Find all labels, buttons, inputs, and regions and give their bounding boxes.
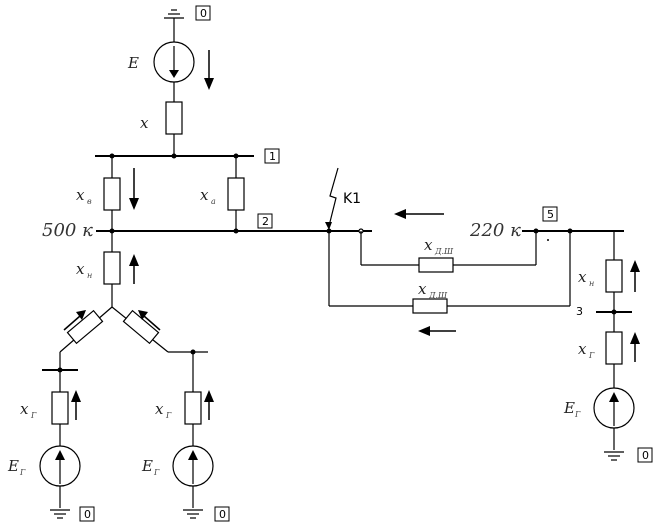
x-g-left-label: x bbox=[20, 400, 29, 418]
arrow-up-xg-mid bbox=[204, 390, 214, 420]
arrow-left-lower bbox=[418, 326, 456, 336]
E-g-mid-label: E bbox=[141, 457, 153, 475]
top-ground bbox=[164, 9, 184, 42]
node-5-box bbox=[542, 206, 558, 222]
x-g-mid-sub: Г bbox=[165, 411, 172, 420]
x-dsh-upper-sub: Д.Ш bbox=[434, 247, 454, 256]
x-g-left-resistor bbox=[51, 391, 69, 425]
E-g-left-sub: Г bbox=[19, 468, 26, 477]
node-0-right-label: 0 bbox=[642, 449, 649, 462]
E-g-left-label: E bbox=[7, 457, 19, 475]
source-E-top bbox=[153, 41, 195, 83]
x-v-sub: в bbox=[87, 197, 92, 206]
x-a-resistor bbox=[227, 177, 245, 211]
x-n-right-resistor bbox=[605, 259, 623, 293]
source-E-gen-right bbox=[593, 387, 635, 429]
node-0-top-box bbox=[195, 5, 211, 21]
E-g-mid-sub: Г bbox=[153, 468, 160, 477]
x-dsh-lower-sub: Д.Ш bbox=[428, 291, 448, 300]
node-0-right-box bbox=[637, 447, 653, 463]
node-0-left-box bbox=[79, 506, 95, 522]
x-v-resistor bbox=[103, 177, 121, 211]
node-0-top-label: 0 bbox=[200, 7, 207, 20]
node-5-label: 5 bbox=[547, 208, 554, 221]
x-g-right-label: x bbox=[578, 340, 587, 358]
source-E-gen-left bbox=[39, 445, 81, 487]
node-1-box bbox=[264, 148, 280, 164]
source-E-gen-mid bbox=[172, 445, 214, 487]
node-2-label: 2 bbox=[262, 215, 269, 228]
x-dsh-lower-label: x bbox=[418, 280, 427, 298]
x-dsh-lower-resistor bbox=[412, 298, 448, 314]
x-g-mid-label: x bbox=[155, 400, 164, 418]
arrow-up-xn-left bbox=[129, 254, 139, 284]
arrow-down-top bbox=[204, 50, 214, 90]
fault-lightning bbox=[328, 167, 339, 227]
node-0-mid-box bbox=[214, 506, 230, 522]
x-n-right-sub: н bbox=[589, 279, 594, 288]
fault-K1-label: K1 bbox=[343, 191, 361, 207]
x-v-label: x bbox=[76, 186, 85, 204]
ground-mid bbox=[183, 509, 203, 519]
E-g-right-label: E bbox=[563, 399, 575, 417]
x-a-sub: а bbox=[211, 197, 216, 206]
x-n-left-sub: н bbox=[87, 271, 92, 280]
x-top-resistor bbox=[165, 101, 183, 135]
bus-500-label: 500 к bbox=[42, 220, 93, 241]
star-left-resistor bbox=[66, 309, 104, 345]
arrow-down-xv bbox=[129, 168, 139, 210]
x-dsh-upper-resistor bbox=[418, 257, 454, 273]
x-a-label: x bbox=[200, 186, 209, 204]
arrow-diag-left bbox=[63, 310, 86, 331]
arrow-left-upper bbox=[394, 209, 444, 219]
node-2-box bbox=[257, 213, 273, 229]
node-3-label: 3 bbox=[576, 305, 583, 318]
ground-left bbox=[50, 509, 70, 519]
arrow-up-xg-left bbox=[71, 390, 81, 420]
x-dsh-upper-label: x bbox=[424, 236, 433, 254]
star-right-resistor bbox=[122, 309, 160, 345]
node-0-left-label: 0 bbox=[84, 508, 91, 521]
x-g-mid-resistor bbox=[184, 391, 202, 425]
x-n-left-resistor bbox=[103, 251, 121, 285]
x-n-right-label: x bbox=[578, 268, 587, 286]
node-0-mid-label: 0 bbox=[219, 508, 226, 521]
arrow-diag-right bbox=[138, 310, 161, 331]
bus-220-label: 220 к bbox=[469, 220, 521, 241]
x-g-left-sub: Г bbox=[30, 411, 37, 420]
x-top-label: x bbox=[140, 114, 149, 132]
arrow-up-xn-right bbox=[630, 260, 640, 292]
ground-right bbox=[604, 451, 624, 461]
x-g-right-sub: Г bbox=[588, 351, 595, 360]
x-n-left-label: x bbox=[76, 260, 85, 278]
E-top-label: E bbox=[127, 54, 139, 72]
x-g-right-resistor bbox=[605, 331, 623, 365]
E-g-right-sub: Г bbox=[574, 410, 581, 419]
arrow-up-xg-right bbox=[630, 332, 640, 362]
node-1-label: 1 bbox=[269, 150, 276, 163]
